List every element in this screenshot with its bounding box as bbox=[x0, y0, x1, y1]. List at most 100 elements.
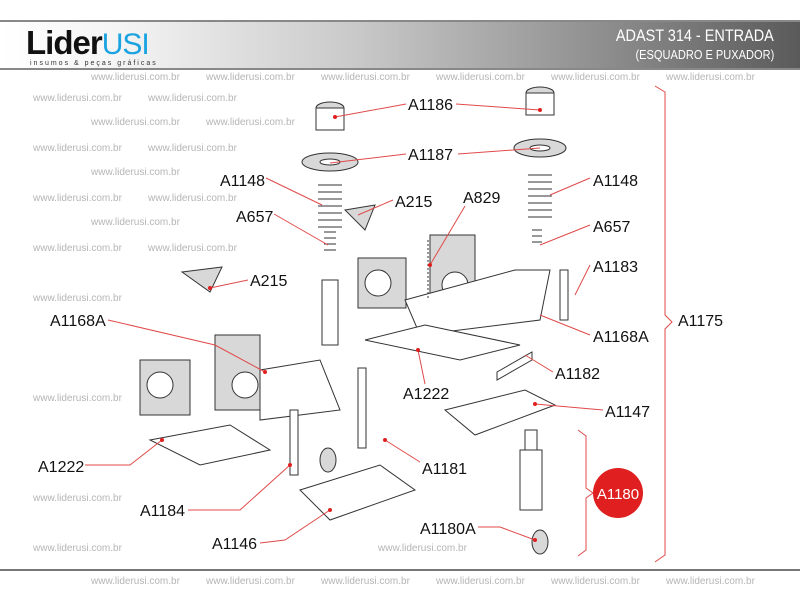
leader-dot bbox=[288, 463, 292, 467]
leader-a215-top bbox=[357, 199, 394, 216]
watermark-text: www.liderusi.com.br bbox=[32, 93, 123, 104]
label-a1168a-right: A1168A bbox=[593, 329, 649, 346]
block-hole bbox=[364, 269, 392, 297]
watermark-text: www.liderusi.com.br bbox=[665, 576, 756, 587]
leader-a1148-right bbox=[549, 177, 591, 196]
leader-a1186 bbox=[334, 103, 541, 118]
roller-a1180a bbox=[531, 529, 549, 555]
label-a1146: A1146 bbox=[212, 536, 257, 553]
watermark-text: www.liderusi.com.br bbox=[147, 193, 238, 204]
leader-lines bbox=[85, 103, 604, 544]
leader-dot bbox=[208, 286, 212, 290]
plate-a1222-center bbox=[364, 324, 521, 361]
liderusi-logo: LiderUSI bbox=[26, 24, 150, 62]
plate-a1147 bbox=[443, 389, 557, 436]
label-a1182: A1182 bbox=[555, 366, 600, 383]
plate-a1222-left bbox=[148, 424, 272, 466]
spring-a1148-left bbox=[318, 184, 342, 228]
spring-a657-right bbox=[532, 229, 542, 243]
leader-a1222-center bbox=[417, 349, 426, 385]
label-a1181: A1181 bbox=[422, 461, 467, 478]
watermark-text: www.liderusi.com.br bbox=[32, 493, 123, 504]
watermark-text: www.liderusi.com.br bbox=[320, 72, 411, 83]
shaft-upper bbox=[321, 279, 339, 346]
bracket-a1183 bbox=[559, 269, 569, 321]
plate-a1146 bbox=[299, 464, 417, 521]
label-a1148-right: A1148 bbox=[593, 173, 638, 190]
part-labels: A1186 A1187 A1148 A1148 A215 A829 A657 A… bbox=[38, 97, 723, 553]
leader-dot bbox=[328, 508, 332, 512]
watermark-text: www.liderusi.com.br bbox=[32, 193, 123, 204]
shaft-a1180-body bbox=[519, 449, 543, 511]
label-a1175: A1175 bbox=[678, 313, 723, 330]
label-a215-top: A215 bbox=[395, 194, 432, 211]
clip-a215-left bbox=[180, 266, 223, 293]
watermark-text: www.liderusi.com.br bbox=[665, 72, 756, 83]
leader-dot bbox=[533, 538, 537, 542]
watermark-text: www.liderusi.com.br bbox=[90, 576, 181, 587]
watermark-text: www.liderusi.com.br bbox=[32, 393, 123, 404]
label-a1180a: A1180A bbox=[420, 521, 476, 538]
label-a829: A829 bbox=[463, 190, 500, 207]
watermark-text: www.liderusi.com.br bbox=[435, 576, 526, 587]
leader-a1181 bbox=[384, 439, 421, 463]
leader-a1183 bbox=[574, 264, 591, 296]
frame-a1168a-left bbox=[259, 359, 341, 421]
bracket-a1175 bbox=[654, 85, 673, 563]
label-a1184: A1184 bbox=[140, 503, 185, 520]
knob-body-left bbox=[315, 107, 345, 131]
watermark-text: www.liderusi.com.br bbox=[147, 243, 238, 254]
watermark-text: www.liderusi.com.br bbox=[377, 543, 468, 554]
spring-a1148-right bbox=[528, 174, 552, 218]
leader-a1148-left bbox=[265, 177, 323, 206]
logo-main-text: Lider bbox=[26, 24, 103, 61]
label-a657-left: A657 bbox=[236, 209, 273, 226]
label-a1183: A1183 bbox=[593, 259, 638, 276]
watermark-text: www.liderusi.com.br bbox=[147, 93, 238, 104]
watermark-text: www.liderusi.com.br bbox=[90, 217, 181, 228]
watermark-text: www.liderusi.com.br bbox=[90, 72, 181, 83]
badge-a1180 bbox=[593, 468, 643, 518]
label-a1147: A1147 bbox=[605, 404, 650, 421]
leader-dot bbox=[533, 402, 537, 406]
watermark-text: www.liderusi.com.br bbox=[435, 72, 526, 83]
leader-a1147 bbox=[534, 403, 604, 411]
leader-a1168a-right bbox=[539, 314, 591, 336]
leader-dot bbox=[333, 115, 337, 119]
watermark-text: www.liderusi.com.br bbox=[550, 72, 641, 83]
label-a1186: A1186 bbox=[408, 97, 453, 114]
watermark-text: www.liderusi.com.br bbox=[320, 576, 411, 587]
leader-dot bbox=[263, 370, 267, 374]
watermark-text: www.liderusi.com.br bbox=[147, 143, 238, 154]
watermark-text: www.liderusi.com.br bbox=[90, 167, 181, 178]
page-subtitle: (ESQUADRO E PUXADOR) bbox=[635, 47, 774, 62]
leader-a215-left bbox=[209, 279, 249, 289]
leader-dot bbox=[416, 348, 420, 352]
leader-a1187 bbox=[329, 147, 541, 164]
bar-a1182 bbox=[496, 351, 533, 381]
logo-accent-text: USI bbox=[101, 28, 150, 61]
watermark-text: www.liderusi.com.br bbox=[90, 117, 181, 128]
bracket-a1184 bbox=[289, 409, 299, 476]
logo-tagline: insumos & peças gráficas bbox=[30, 60, 158, 67]
block-lower-center bbox=[214, 334, 261, 411]
watermark-text: www.liderusi.com.br bbox=[550, 576, 641, 587]
watermark-layer: www.liderusi.com.br www.liderusi.com.br ww… bbox=[32, 72, 756, 587]
label-a657-right: A657 bbox=[593, 219, 630, 236]
leader-dot bbox=[538, 108, 542, 112]
block-hole bbox=[231, 371, 259, 399]
label-a1187: A1187 bbox=[408, 147, 453, 164]
watermark-text: www.liderusi.com.br bbox=[205, 117, 296, 128]
label-a1222-center: A1222 bbox=[403, 386, 449, 403]
label-a1148-left: A1148 bbox=[220, 173, 265, 190]
bar-a1181 bbox=[357, 367, 367, 449]
leader-a829 bbox=[429, 205, 466, 266]
watermark-text: www.liderusi.com.br bbox=[32, 543, 123, 554]
page-title: ADAST 314 - ENTRADA bbox=[616, 26, 774, 45]
leader-a1146 bbox=[259, 509, 331, 544]
label-a1168a-left: A1168A bbox=[50, 313, 106, 330]
leader-a657-right bbox=[539, 224, 591, 246]
block-hole bbox=[146, 371, 174, 399]
header-banner: LiderUSI insumos & peças gráficas ADAST … bbox=[0, 20, 800, 70]
clip-a215-top bbox=[343, 204, 376, 231]
